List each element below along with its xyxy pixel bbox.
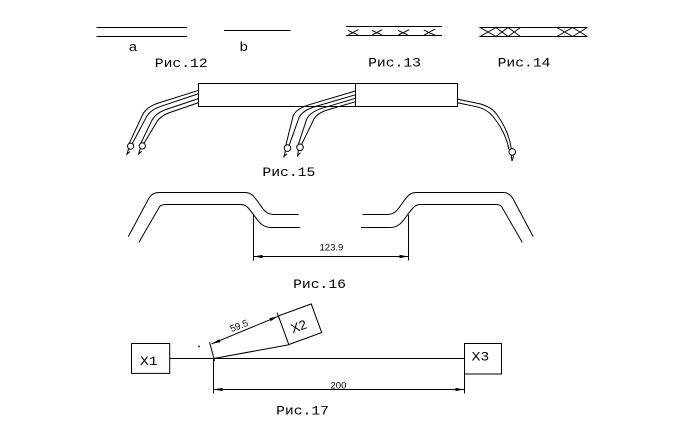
svg-text:Рис.16: Рис.16 bbox=[293, 279, 346, 293]
svg-text:123.9: 123.9 bbox=[320, 243, 344, 254]
svg-text:Рис.14: Рис.14 bbox=[498, 57, 551, 71]
svg-text:200: 200 bbox=[331, 380, 347, 391]
svg-text:b: b bbox=[239, 42, 248, 56]
svg-text:X1: X1 bbox=[140, 356, 158, 370]
svg-text:Рис.13: Рис.13 bbox=[368, 57, 421, 71]
svg-text:X2: X2 bbox=[289, 317, 309, 337]
svg-text:a: a bbox=[129, 42, 138, 56]
svg-text:Рис.12: Рис.12 bbox=[155, 58, 208, 72]
svg-text:X3: X3 bbox=[472, 351, 490, 365]
svg-text:Рис.15: Рис.15 bbox=[262, 167, 315, 181]
svg-text:Рис.17: Рис.17 bbox=[276, 406, 329, 420]
